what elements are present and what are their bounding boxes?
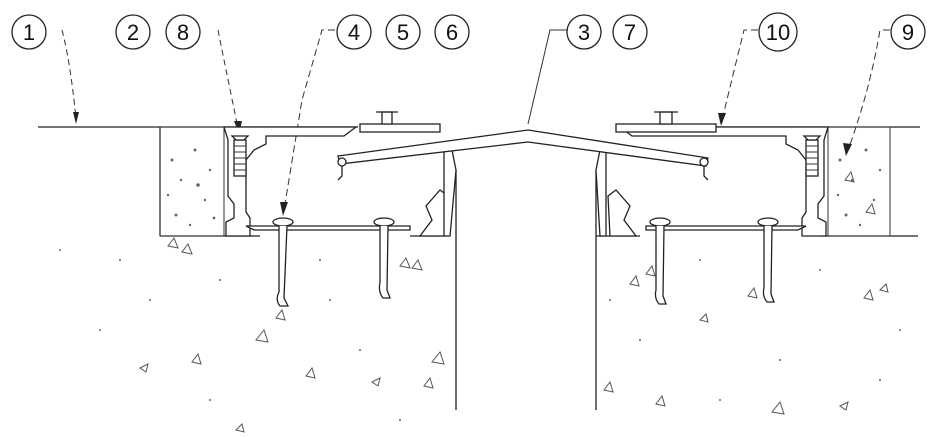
callout-8: 8 <box>165 14 201 50</box>
callout-label: 1 <box>23 20 35 45</box>
callout-4: 4 <box>336 14 372 50</box>
right-frame-profile <box>595 111 829 237</box>
callout-10: 10 <box>758 12 798 52</box>
callout-label: 5 <box>397 20 409 45</box>
callout-label: 4 <box>348 20 360 45</box>
left-anchor-bolts <box>272 217 395 307</box>
callout-2: 2 <box>115 14 151 50</box>
callout-label: 6 <box>446 20 458 45</box>
right-nosing-grout <box>827 126 891 237</box>
callout-label: 8 <box>177 20 189 45</box>
callout-6: 6 <box>434 14 470 50</box>
callout-label: 7 <box>624 20 636 45</box>
callout-7: 7 <box>612 14 648 50</box>
callout-label: 9 <box>902 20 914 45</box>
callout-5: 5 <box>385 14 421 50</box>
left-frame-profile <box>223 111 457 237</box>
left-slab <box>159 127 457 410</box>
callout-label: 10 <box>766 20 790 45</box>
callout-label: 3 <box>578 20 590 45</box>
left-nosing-grout <box>159 126 225 237</box>
right-fastener-screw <box>802 135 822 177</box>
cover-plate <box>337 129 709 181</box>
callout-label: 2 <box>127 20 139 45</box>
leader-lines <box>61 29 890 216</box>
callout-9: 9 <box>890 14 926 50</box>
left-fastener-screw <box>230 135 250 177</box>
callout-3: 3 <box>566 14 602 50</box>
callout-1: 1 <box>11 14 47 50</box>
concrete-hatch <box>59 236 901 433</box>
right-anchor-bolts <box>649 217 779 305</box>
